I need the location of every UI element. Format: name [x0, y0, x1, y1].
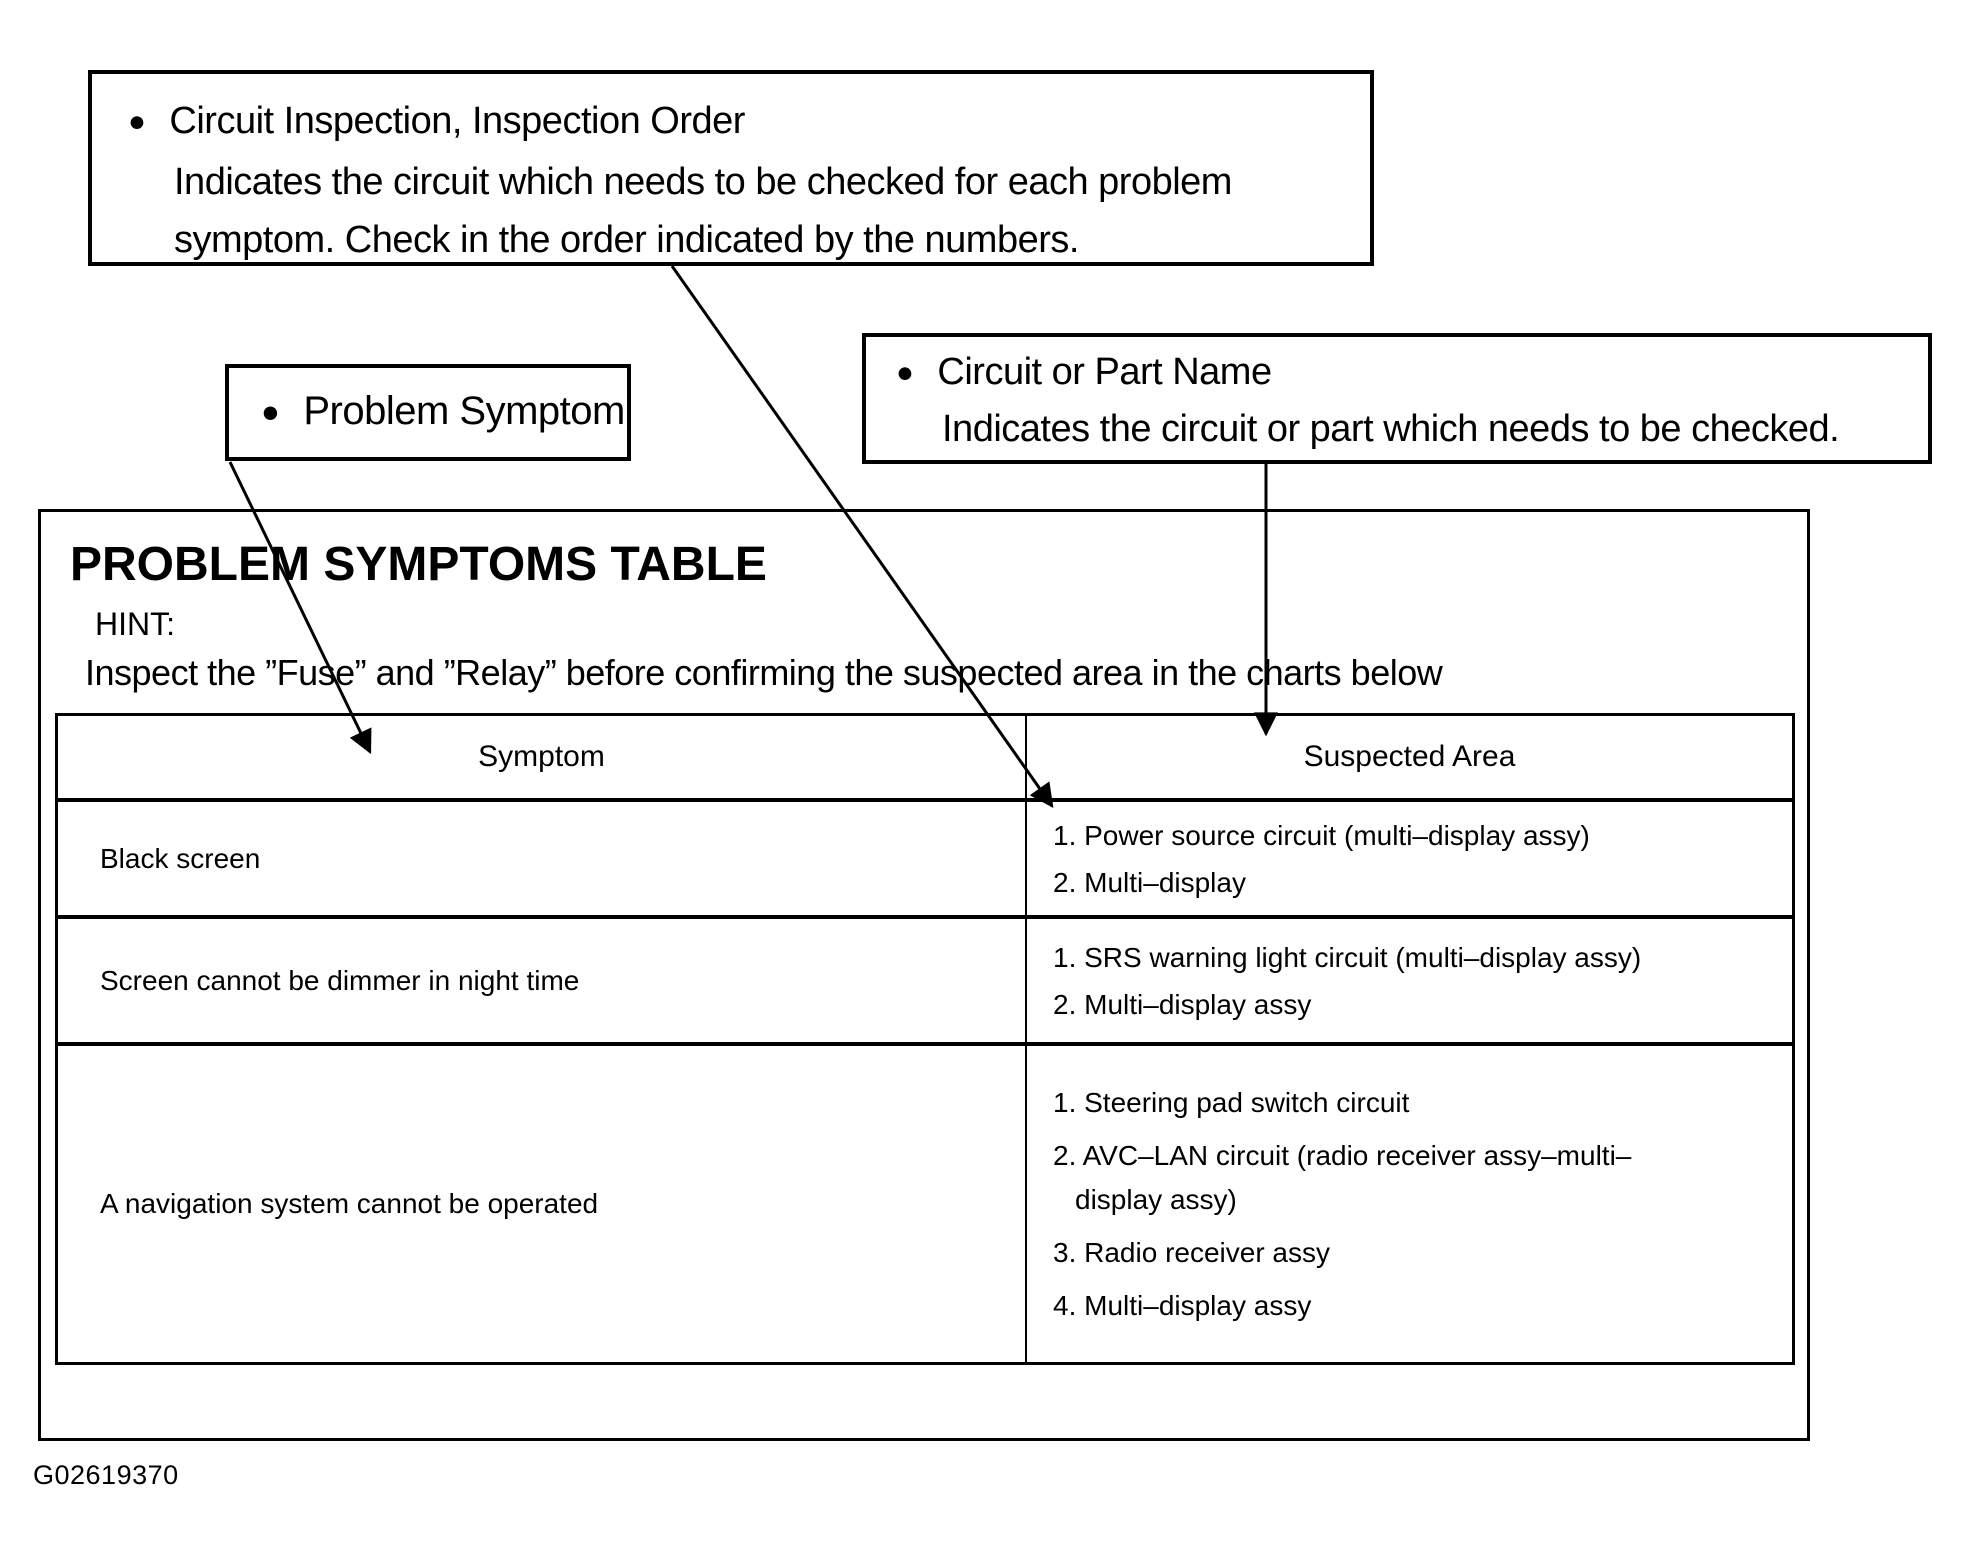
callout-circuit-inspection: Circuit Inspection, Inspection Order Ind… [88, 70, 1374, 266]
figure-code: G02619370 [33, 1460, 179, 1490]
bullet-icon [261, 382, 303, 443]
page-title: PROBLEM SYMPTOMS TABLE [70, 538, 767, 591]
callout-circuit-inspection-text1: Indicates the circuit which needs to be … [174, 161, 1232, 203]
callout-circuit-or-part-name-text: Indicates the circuit or part which need… [942, 408, 1840, 450]
suspected-item: 2. AVC–LAN circuit (radio receiver assy–… [1053, 1139, 1632, 1215]
callout-problem-symptom-title: Problem Symptom [303, 389, 625, 433]
symptom-text: Black screen [100, 842, 261, 874]
suspected-item: 1. Power source circuit (multi–display a… [1053, 819, 1590, 851]
callout-title-line: Circuit or Part Name [896, 345, 1910, 402]
suspected-item: 2. Multi–display assy [1053, 988, 1312, 1020]
suspected-item: 1. Steering pad switch circuit [1053, 1086, 1410, 1118]
table-row-suspected-area: 1. Steering pad switch circuit 2. AVC–LA… [1025, 1042, 1792, 1362]
suspected-item: 4. Multi–display assy [1053, 1289, 1312, 1321]
table-row-suspected-area: 1. SRS warning light circuit (multi–disp… [1025, 915, 1792, 1042]
callout-title-line: Problem Symptom [261, 382, 625, 443]
symptom-text: A navigation system cannot be operated [100, 1188, 599, 1219]
table-row-symptom: Black screen [58, 798, 1025, 915]
symptom-text: Screen cannot be dimmer in night time [100, 964, 580, 996]
hint-label: HINT: [95, 606, 175, 642]
suspected-item: 3. Radio receiver assy [1053, 1236, 1331, 1268]
hint-text: Inspect the ”Fuse” and ”Relay” before co… [85, 652, 1443, 693]
table-row-suspected-area: 1. Power source circuit (multi–display a… [1025, 798, 1792, 915]
callout-circuit-inspection-text2: symptom. Check in the order indicated by… [174, 219, 1079, 261]
table-row-symptom: Screen cannot be dimmer in night time [58, 915, 1025, 1042]
callout-problem-symptom: Problem Symptom [225, 364, 631, 461]
bullet-icon [128, 92, 169, 153]
suspected-item: 2. Multi–display [1053, 866, 1246, 898]
table-row-symptom: A navigation system cannot be operated [58, 1042, 1025, 1362]
callout-circuit-inspection-title: Circuit Inspection, Inspection Order [169, 100, 745, 142]
column-header-symptom: Symptom [478, 740, 605, 773]
callout-title-line: Circuit Inspection, Inspection Order [128, 92, 1350, 153]
callout-circuit-or-part-name-title: Circuit or Part Name [937, 351, 1272, 393]
symptoms-table: Symptom Suspected Area Black screen 1. P… [55, 713, 1795, 1365]
callout-circuit-or-part-name: Circuit or Part Name Indicates the circu… [862, 333, 1932, 464]
column-header-suspected-area: Suspected Area [1025, 716, 1792, 798]
suspected-item: 1. SRS warning light circuit (multi–disp… [1053, 941, 1642, 973]
bullet-icon [896, 345, 937, 402]
